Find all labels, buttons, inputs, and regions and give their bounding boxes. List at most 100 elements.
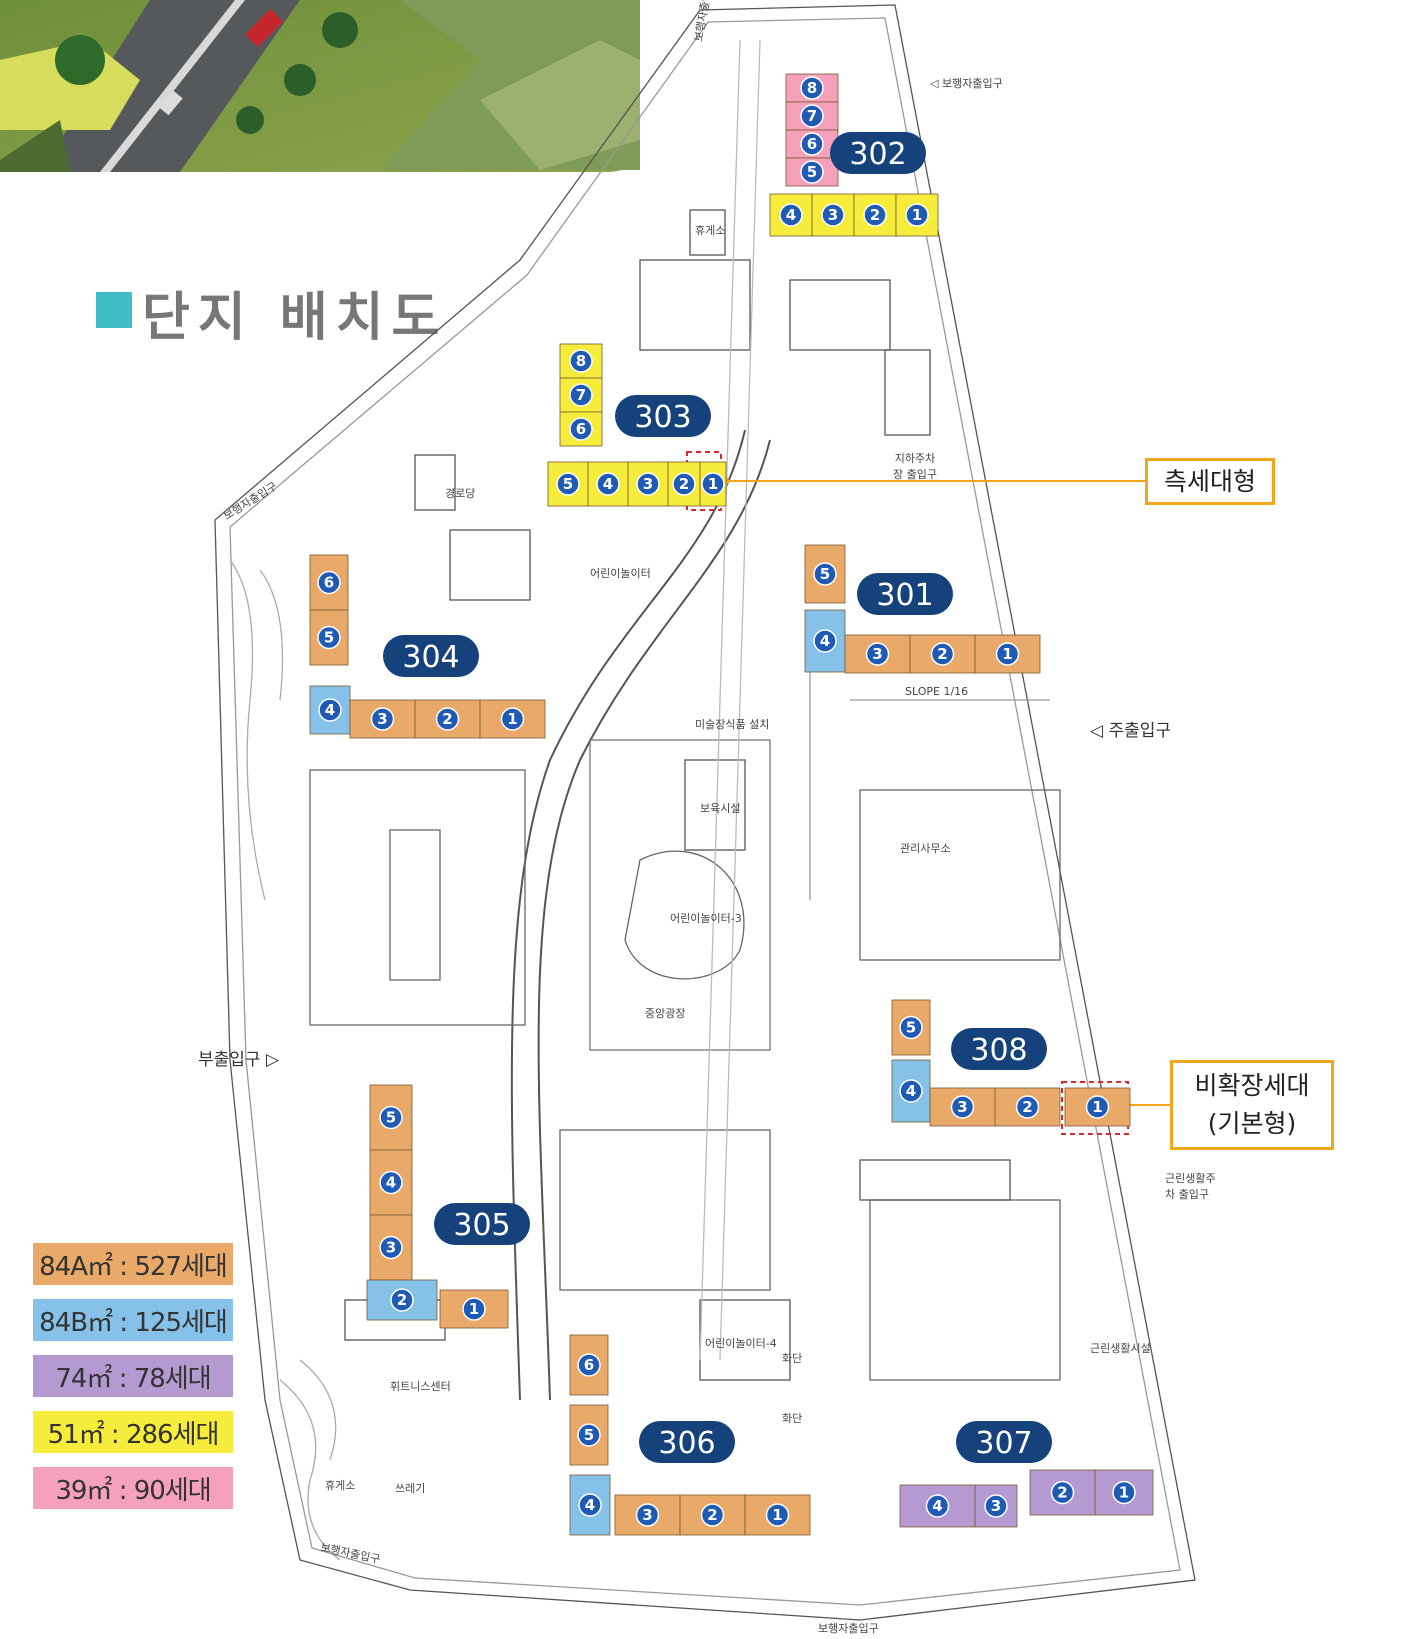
childcare-label: 보육시설 [700,802,741,815]
unit-number: 6 [807,135,817,153]
unit-number: 5 [386,1109,396,1127]
unit-number-marker [636,472,660,496]
unit-number: 1 [708,475,718,493]
unit-number: 1 [912,206,922,224]
flowerbed-1-label: 화단 [782,1352,803,1365]
unit-number-marker [905,203,929,227]
building-label-pill [383,635,479,677]
unit-number-marker [813,562,837,586]
unit-block [974,634,1041,674]
unit-number-marker [569,417,593,441]
unit-number: 3 [957,1098,967,1116]
unit-number: 4 [786,206,796,224]
building-number: 302 [849,137,906,172]
unit-number: 5 [324,629,334,647]
management-office-label: 관리사무소 [900,842,951,855]
building-label-pill [956,1421,1052,1463]
unit-number: 4 [820,632,830,650]
building-label-pill [615,395,711,437]
playground-4-label: 어린이놀이터-4 [705,1337,777,1350]
building-number: 305 [453,1208,510,1243]
unit-number: 2 [1057,1484,1067,1502]
unit-number-marker [635,1503,660,1527]
unit-number-marker [596,472,620,496]
unit-block [895,193,939,237]
unit-number: 5 [906,1019,916,1037]
unit-number-marker [863,203,887,227]
building-label-pill [951,1028,1047,1070]
unit-number: 2 [870,206,880,224]
unit-number: 2 [397,1291,407,1309]
non-expanded-line1: 비확장세대 [1194,1071,1310,1100]
building-label-pill [830,132,926,174]
rest-area-top-label: 휴게소 [695,224,726,237]
building-number: 308 [970,1033,1027,1068]
unit-number: 6 [576,420,586,438]
unit-number: 3 [643,475,653,493]
slope-label: SLOPE 1/16 [905,685,969,698]
unit-number: 4 [932,1497,942,1515]
unit-number-marker [925,1494,950,1518]
playground-1-label: 어린이놀이터 [590,567,651,580]
aerial-photo [0,0,640,172]
unit-block [909,634,976,674]
garbage-label: 쓰레기 [395,1482,426,1495]
building-number: 306 [658,1426,715,1461]
community-facility-label: 근린생활시설 [1090,1342,1151,1355]
unit-number: 5 [820,565,830,583]
unit-number-marker [800,132,824,156]
unit-number-marker [1015,1095,1040,1119]
legend-item: 74㎡ : 78세대 [33,1355,233,1397]
unit-number: 8 [807,79,817,97]
unit-number-marker [672,472,696,496]
unit-number-marker [984,1494,1008,1518]
unit-number: 2 [937,645,947,663]
sub-entrance-text: 부출입구 [198,1050,261,1070]
unit-number: 2 [679,475,689,493]
unit-number-marker [800,76,824,100]
unit-number-marker [569,383,593,407]
unit-number: 4 [325,701,335,719]
main-entrance-label: ◁ 주출입구 [1090,721,1172,741]
parking-entrance-label: 지하주차장 출입구 [893,452,937,481]
building-number: 307 [975,1426,1032,1461]
unit-number-marker [578,1493,602,1517]
building-number: 301 [876,578,933,613]
unit-number-marker [462,1297,486,1321]
unit-number-marker [317,625,341,650]
unit-number: 3 [377,710,387,728]
unit-number-marker [435,707,460,731]
unit-number-marker [379,1170,403,1195]
unit-number: 6 [584,1356,594,1374]
unit-number: 1 [1092,1098,1102,1116]
unit-number-marker [1085,1095,1110,1119]
unit-number: 4 [585,1496,595,1514]
unit-number-marker [390,1288,414,1312]
unit-number: 3 [872,645,882,663]
unit-number: 1 [469,1300,479,1318]
playground-3-label: 어린이놀이터-3 [670,912,742,925]
site-boundary [214,4,1196,1621]
senior-center-label: 경로당 [445,487,476,500]
unit-number-marker [700,1503,725,1527]
unit-number: 8 [576,352,586,370]
unit-number: 4 [906,1082,916,1100]
unit-number-marker [500,707,525,731]
unit-number-marker [379,1235,403,1260]
building-label-pill [639,1421,735,1463]
unit-number-marker [556,472,580,496]
title-marker [96,292,132,328]
rest-area-bottom-label: 휴게소 [325,1479,356,1492]
unit-number-marker [865,642,890,666]
central-plaza-label: 중앙광장 [645,1007,686,1020]
unit-number-marker [800,160,824,184]
legend-item: 84A㎡ : 527세대 [33,1243,233,1285]
unit-number-marker [821,203,845,227]
unit-number: 5 [807,163,817,181]
unit-number: 7 [807,107,817,125]
unit-number: 6 [324,574,334,592]
unit-number: 1 [772,1506,782,1524]
unit-number-marker [317,570,341,595]
